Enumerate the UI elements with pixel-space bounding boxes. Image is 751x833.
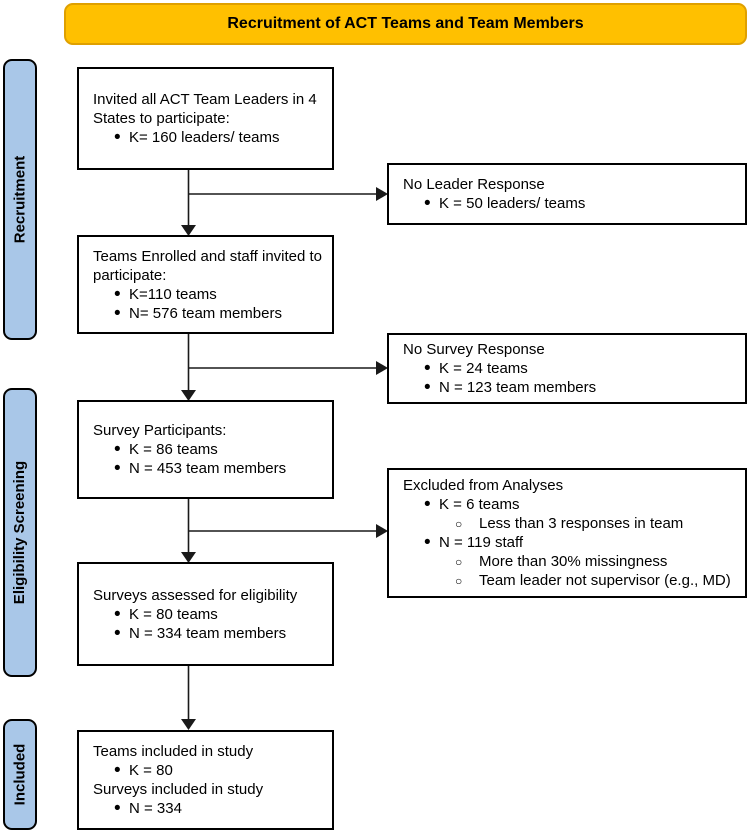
arrow-branch-no-survey-response (188, 361, 388, 375)
bullet-text: K = 50 leaders/ teams (439, 195, 586, 212)
box-excluded: Excluded from Analyses K = 6 teams Less … (387, 468, 747, 598)
arrow-enrolled-to-participants (181, 334, 196, 401)
arrow-branch-no-leader-response (188, 187, 388, 201)
box-included-study: Teams included in study K = 80 Surveys i… (77, 730, 334, 830)
bullet-item: K = 24 teams (403, 359, 739, 378)
bullet-item: N = 123 team members (403, 378, 739, 397)
box-invited: Invited all ACT Team Leaders in 4 States… (77, 67, 334, 170)
bullet-text: N = 334 (129, 800, 182, 817)
bullet-text: N = 334 team members (129, 624, 287, 642)
bullet-item: K = 80 (93, 761, 326, 780)
sub-bullet-item: More than 30% missingness (403, 552, 739, 572)
bullet-item: K = 6 teams (403, 495, 739, 514)
box-no-leader-response-text: No Leader Response (403, 176, 545, 193)
diagram-title: Recruitment of ACT Teams and Team Member… (227, 15, 584, 32)
bullet-item: N = 119 staff (403, 533, 739, 552)
box-survey-participants: Survey Participants: K = 86 teams N = 45… (77, 400, 334, 499)
arrow-branch-excluded (188, 524, 388, 538)
box-invited-text: Invited all ACT Team Leaders in 4 States… (93, 91, 317, 127)
sub-bullet-text: More than 30% missingness (479, 553, 668, 570)
box-teams-enrolled-text: Teams Enrolled and staff invited to part… (93, 247, 323, 284)
bullet-item: N = 334 team members (93, 624, 326, 643)
bullet-item: K = 80 teams (93, 605, 326, 624)
bullet-item: N = 453 team members (93, 459, 326, 478)
sub-bullet-item: Team leader not supervisor (e.g., MD) (403, 571, 739, 591)
bullet-item: N= 576 team members (93, 304, 326, 323)
bullet-item: K = 86 teams (93, 440, 326, 459)
arrow-assessed-to-included (181, 666, 196, 730)
bullet-item: K=110 teams (93, 285, 326, 304)
sub-bullet-text: Team leader not supervisor (e.g., MD) (479, 572, 731, 589)
bullet-text: K= 160 leaders/ teams (129, 129, 280, 146)
box-no-leader-response: No Leader Response K = 50 leaders/ teams (387, 163, 747, 225)
phase-eligibility-screening-label: Eligibility Screening (11, 460, 29, 605)
bullet-text: K = 80 (129, 762, 173, 779)
phase-eligibility-screening: Eligibility Screening (3, 388, 37, 677)
bullet-text: N = 453 team members (129, 460, 287, 477)
bullet-text: K = 86 teams (129, 441, 218, 458)
sub-bullet-text: Less than 3 responses in team (479, 515, 684, 532)
title-banner: Recruitment of ACT Teams and Team Member… (64, 3, 747, 45)
bullet-item: N = 334 (93, 799, 326, 818)
box-included-study-text2: Surveys included in study (93, 781, 264, 798)
bullet-text: N = 119 staff (439, 534, 524, 551)
bullet-item: K= 160 leaders/ teams (93, 128, 326, 147)
phase-included-label: Included (11, 743, 29, 806)
phase-recruitment-label: Recruitment (11, 155, 29, 244)
box-no-survey-response: No Survey Response K = 24 teams N = 123 … (387, 333, 747, 404)
phase-included: Included (3, 719, 37, 830)
arrow-invited-to-enrolled (181, 170, 196, 236)
bullet-text: K = 80 teams (129, 605, 218, 623)
box-included-study-text1: Teams included in study (93, 743, 254, 760)
sub-bullet-item: Less than 3 responses in team (403, 514, 739, 534)
box-teams-enrolled: Teams Enrolled and staff invited to part… (77, 235, 334, 334)
bullet-text: K=110 teams (129, 285, 217, 303)
bullet-text: K = 24 teams (439, 360, 528, 377)
bullet-text: N= 576 team members (129, 304, 282, 322)
bullet-text: N = 123 team members (439, 379, 597, 396)
bullet-item: K = 50 leaders/ teams (403, 194, 739, 213)
box-assessed: Surveys assessed for eligibility K = 80 … (77, 562, 334, 666)
box-survey-participants-text: Survey Participants: (93, 422, 227, 439)
bullet-text: K = 6 teams (439, 496, 520, 513)
box-excluded-text: Excluded from Analyses (403, 477, 564, 494)
box-no-survey-response-text: No Survey Response (403, 341, 545, 358)
phase-recruitment: Recruitment (3, 59, 37, 340)
arrow-participants-to-assessed (181, 499, 196, 563)
box-assessed-text: Surveys assessed for eligibility (93, 586, 298, 604)
